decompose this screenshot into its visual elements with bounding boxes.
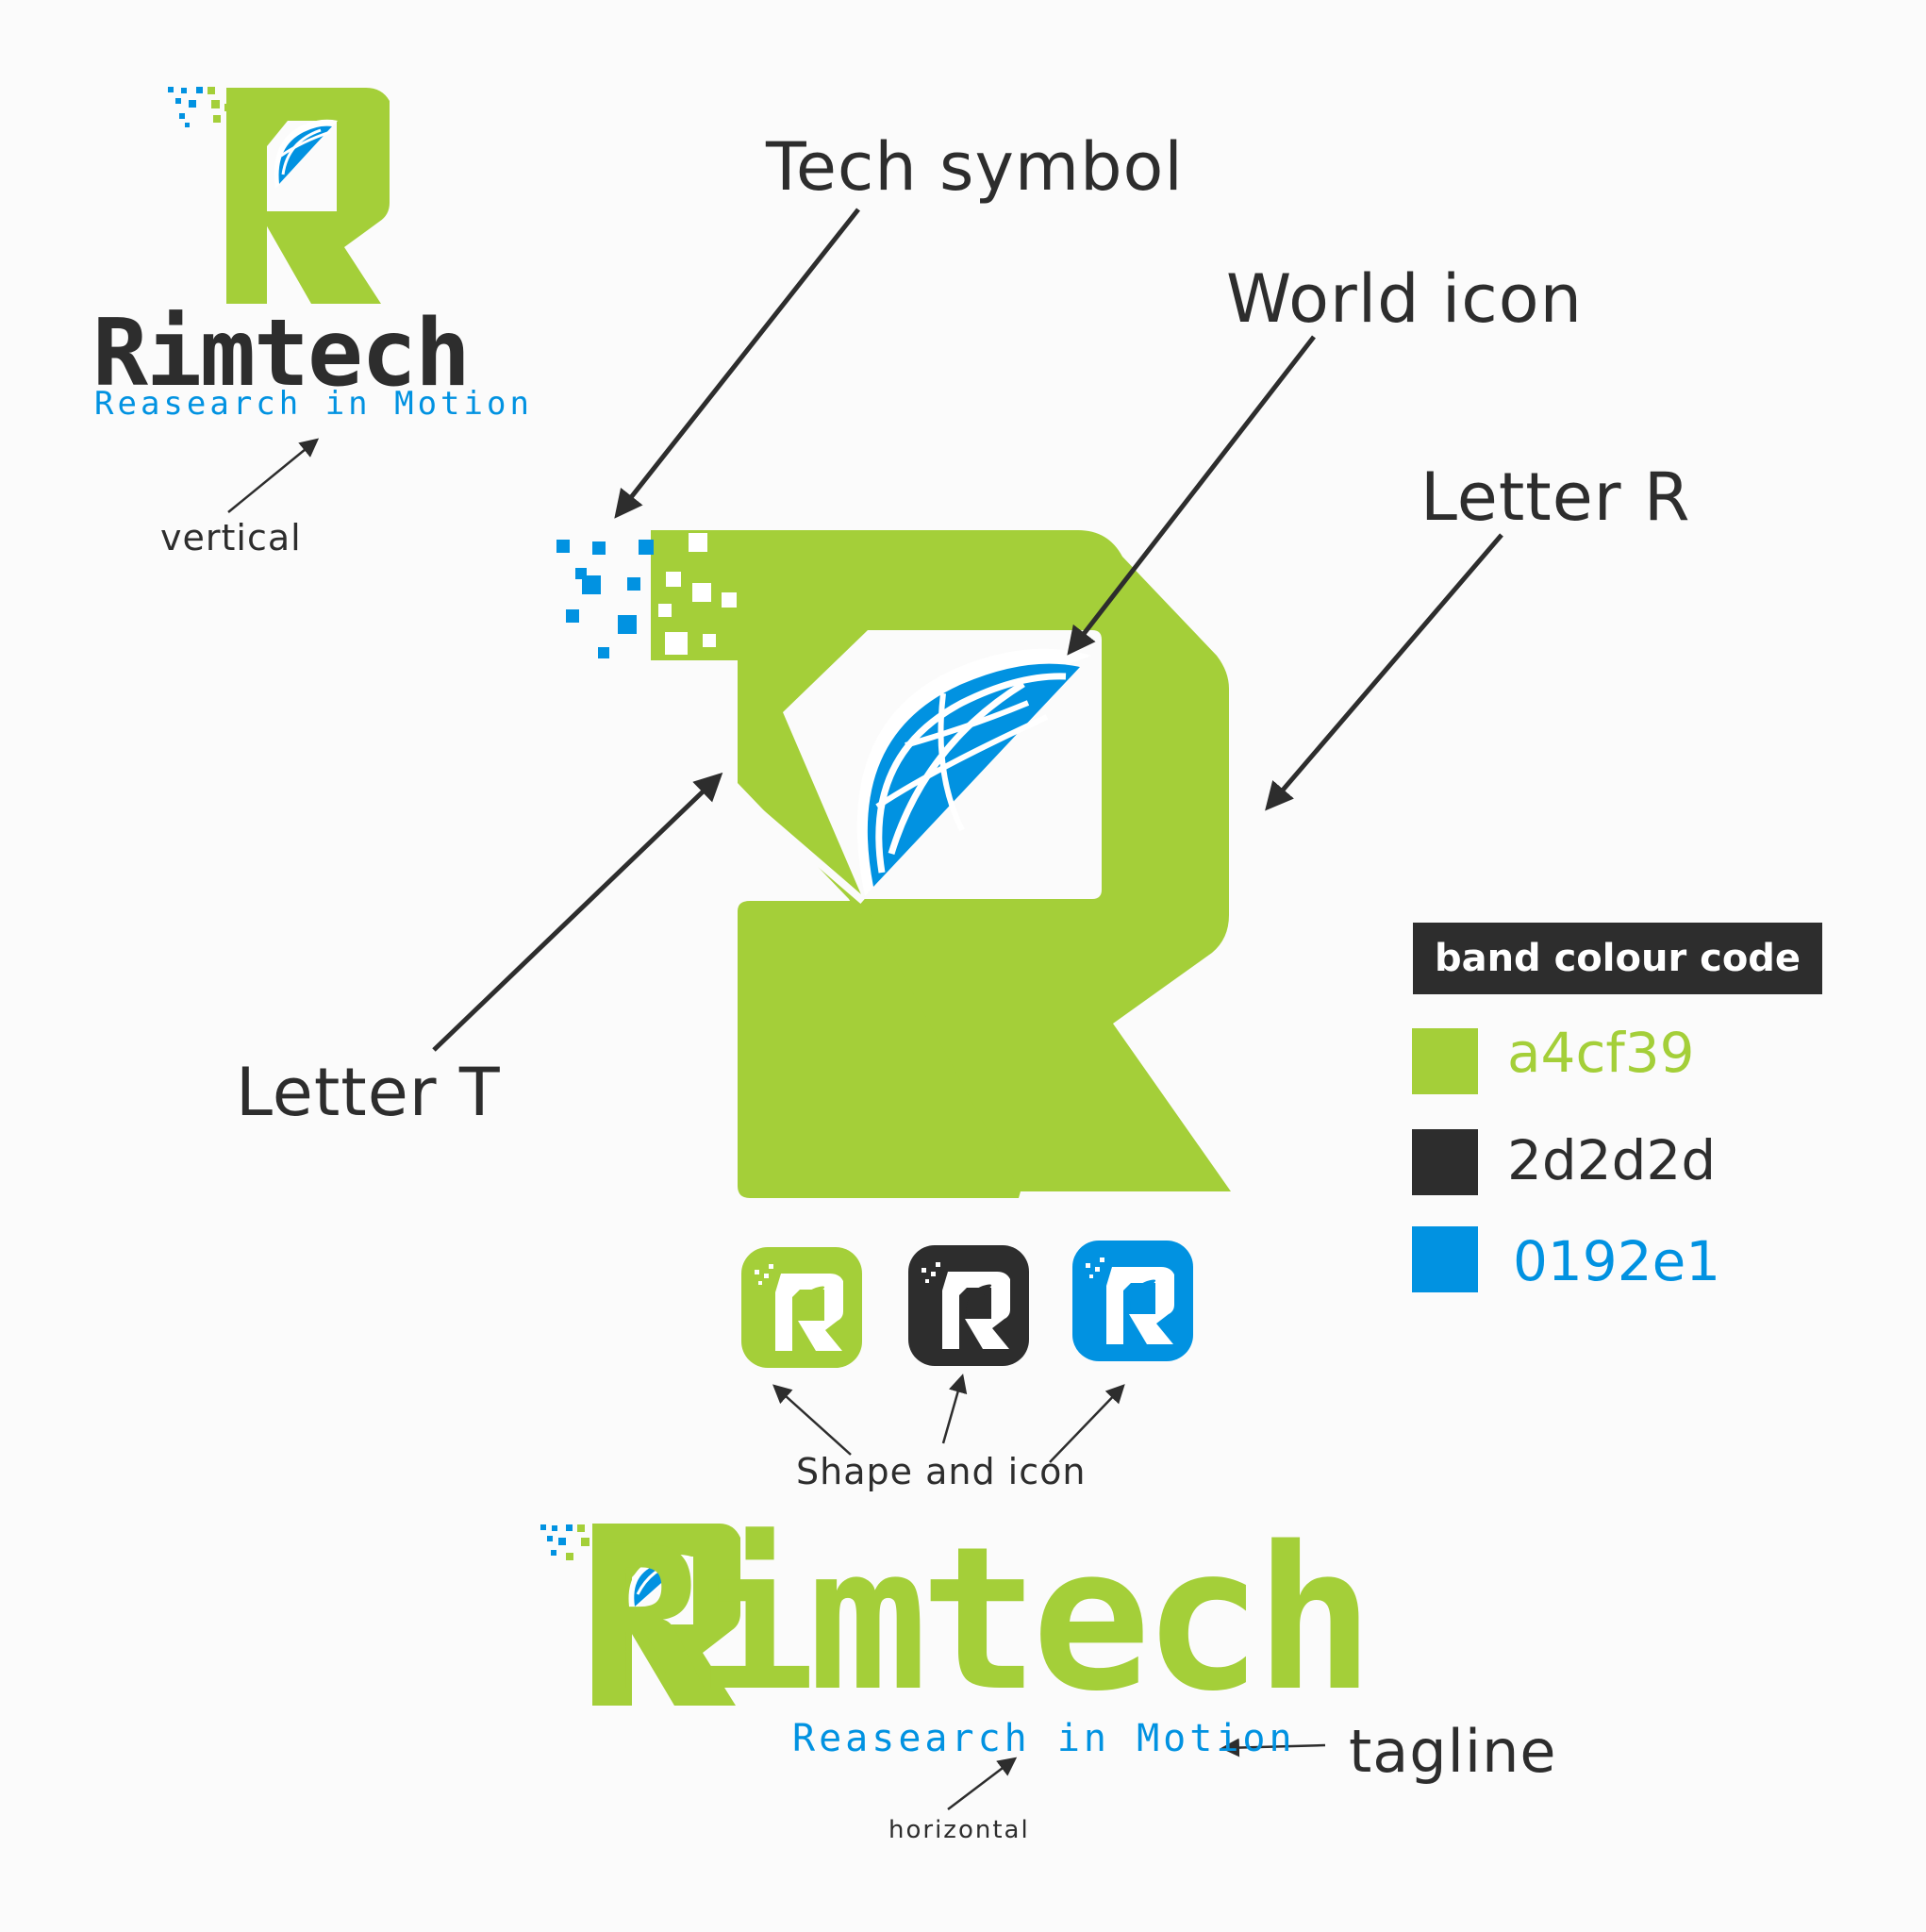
tech-symbol-label: Tech symbol [766,128,1184,206]
hex-green: a4cf39 [1507,1021,1695,1085]
hex-blue: 0192e1 [1513,1229,1721,1293]
letter-t-label: Letter T [236,1054,501,1131]
tagline-label: tagline [1349,1717,1557,1786]
world-icon-label: World icon [1226,260,1583,338]
main-r-logo [556,530,1231,1198]
globe-icon [856,648,1091,896]
vertical-label: vertical [160,517,302,558]
app-icon-dark [908,1245,1029,1366]
app-icon-blue [1072,1241,1193,1361]
vertical-logo-mark [168,87,390,304]
horizontal-logo-tagline: Reasearch in Motion [792,1717,1296,1760]
pixel-tech-icon [658,533,737,655]
vertical-logo-wordmark: Rimtech [92,300,471,408]
shape-and-icon-label: Shape and icon [796,1451,1087,1492]
horizontal-label: horizontal [888,1816,1030,1844]
arrow-icon [432,208,1503,1052]
letter-t-shape [738,901,1021,1198]
vertical-logo-tagline: Reasearch in Motion [94,385,533,423]
swatch-dark [1412,1129,1478,1195]
letter-r-label: Letter R [1420,458,1691,536]
swatch-blue [1412,1226,1478,1292]
palette-title: band colour code [1413,923,1822,994]
horizontal-logo-wordmark: Rimtech [585,1504,1374,1735]
letter-r-shape [651,530,1231,1191]
hex-dark: 2d2d2d [1507,1128,1717,1192]
swatch-green [1412,1028,1478,1094]
horizontal-logo-mark [540,1524,740,1706]
app-icon-green [741,1247,862,1368]
